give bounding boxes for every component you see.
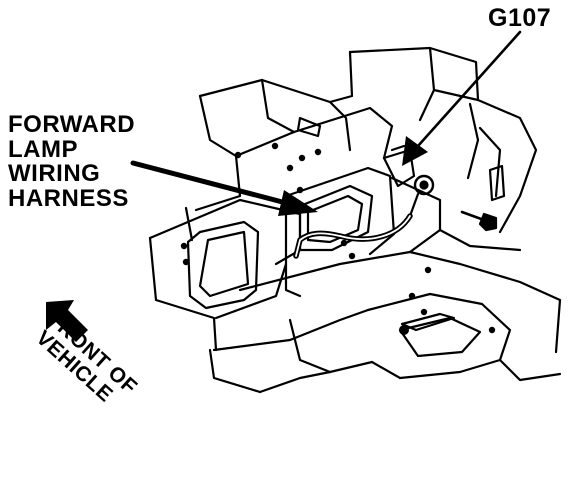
radiator-support-upper [184,78,394,242]
lower-crossmember [208,176,562,394]
upper-body-panel [328,46,538,234]
harness-label-line: HARNESS [8,184,129,212]
engine-compartment-illustration [46,30,562,394]
g107-leader-arrow [402,30,522,166]
ground-terminal-g107 [408,174,435,218]
harness-leader-arrow [130,160,318,216]
mounting-holes [180,142,496,335]
middle-frame-box [284,166,396,298]
g107-callout-label: G107 [488,4,552,32]
harness-callout-label: FORWARD LAMP WIRING HARNESS [8,111,136,212]
front-of-vehicle-arrow-icon [46,300,88,342]
harness-label-line: FORWARD [8,111,136,138]
harness-label-line: WIRING [8,160,101,187]
harness-label-line: LAMP [8,135,78,163]
ground-bolt [460,210,498,232]
ground-mount-bracket [382,144,416,188]
left-frame-box [148,198,302,352]
